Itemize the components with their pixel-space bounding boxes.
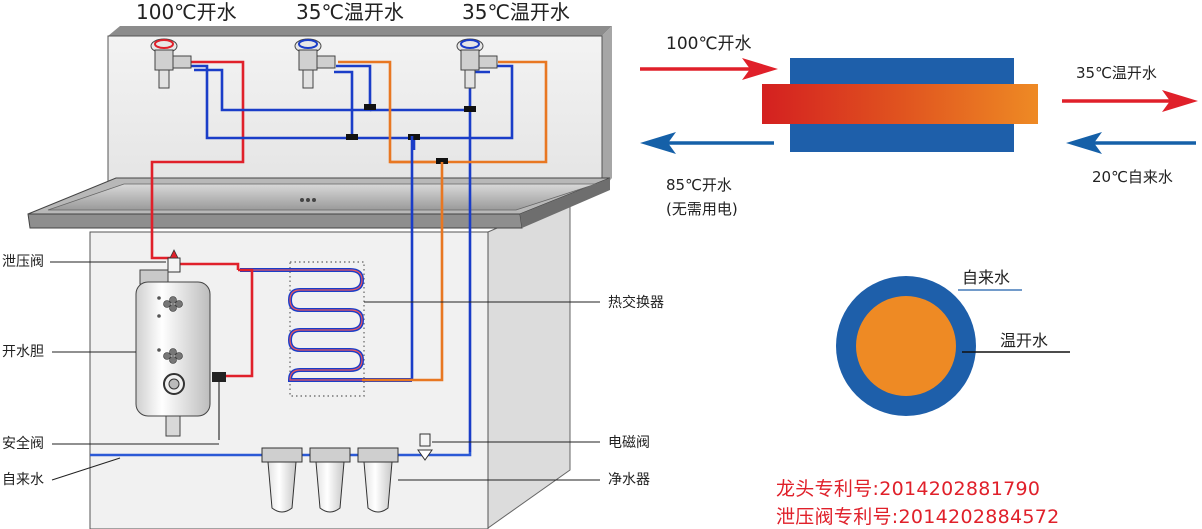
patent-faucet: 龙头专利号:2014202881790 [776, 478, 1041, 500]
water-purifiers [261, 447, 399, 513]
faucet-hot [150, 38, 192, 89]
label-hot-faucet: 100℃开水 [136, 0, 237, 24]
patent-relief-valve: 泄压阀专利号:2014202884572 [776, 506, 1060, 528]
label-flow-boiled-out: 85℃开水 [666, 176, 732, 194]
label-flow-tap-in: 20℃自来水 [1092, 168, 1173, 186]
faucet-warm-1 [294, 38, 336, 89]
faucet-warm-2 [456, 38, 498, 89]
label-warm-faucet-2: 35℃温开水 [462, 0, 570, 24]
label-purifier: 净水器 [608, 472, 650, 488]
boiler-tank [135, 269, 211, 437]
pipe-cross-section [836, 276, 1070, 416]
label-safety-valve: 安全阀 [2, 436, 44, 452]
leader-lines [50, 261, 600, 481]
label-solenoid-valve: 电磁阀 [608, 435, 650, 451]
back-panel [107, 26, 612, 191]
relief-valve [167, 249, 181, 273]
heat-exchanger [240, 261, 412, 397]
sink-tray [27, 177, 611, 229]
panel-pipes [150, 60, 548, 452]
label-tap-water: 自来水 [2, 472, 44, 488]
label-flow-hot-in: 100℃开水 [666, 34, 752, 54]
label-warm-faucet-1: 35℃温开水 [296, 0, 404, 24]
label-heat-exchanger: 热交换器 [608, 295, 664, 311]
label-flow-boiled-note: (无需用电) [666, 200, 738, 218]
label-flow-warm-out: 35℃温开水 [1076, 64, 1157, 82]
safety-valve [212, 372, 226, 440]
label-section-outer: 自来水 [962, 268, 1011, 287]
label-relief-valve: 泄压阀 [2, 254, 44, 270]
label-section-inner: 温开水 [1000, 331, 1049, 350]
heat-flow-diagram [640, 58, 1198, 154]
label-boiler: 开水胆 [2, 344, 44, 360]
solenoid-valve [417, 433, 433, 461]
